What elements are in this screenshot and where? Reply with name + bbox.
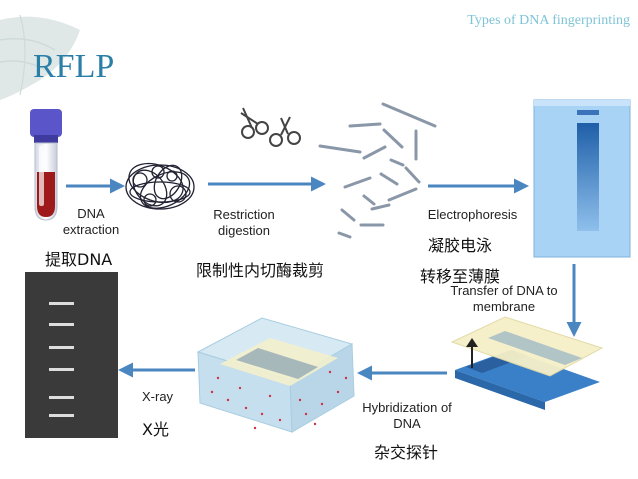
dna-tangle-icon	[125, 162, 195, 210]
test-tube-icon	[30, 109, 62, 221]
flow-arrows	[66, 176, 582, 381]
electrophoresis-zh-label: 凝胶电泳	[428, 236, 493, 255]
scissors-icon	[240, 107, 269, 139]
dna-extraction-label: DNA extraction	[62, 206, 120, 237]
xray-zh-label: X光	[142, 420, 169, 439]
xray-film-icon	[25, 272, 118, 438]
electrophoresis-label: Electrophoresis	[427, 207, 518, 222]
hybridization-label: Hybridization of DNA	[362, 400, 452, 431]
slide-header: Types of DNA fingerprinting	[467, 13, 630, 28]
transfer-membrane-icon	[450, 316, 604, 410]
dna-fragments	[318, 102, 437, 239]
restriction-digestion-zh-label: 限制性内切酶裁剪	[196, 261, 325, 280]
restriction-digestion-label: Restriction digestion	[213, 207, 275, 238]
decorative-globe-icon	[0, 14, 80, 101]
hybridization-zh-label: 杂交探针	[374, 443, 439, 462]
electrophoresis-gel-icon	[533, 99, 631, 258]
transfer-label: Transfer of DNA to membrane	[450, 283, 558, 314]
hybridization-tray-icon	[196, 317, 355, 433]
transfer-zh-label: 转移至薄膜	[420, 267, 501, 286]
scissors-icon-2	[269, 116, 301, 147]
xray-label: X-ray	[142, 389, 174, 404]
dna-extraction-zh-label: 提取DNA	[45, 250, 113, 269]
slide-title: RFLP	[33, 48, 115, 85]
